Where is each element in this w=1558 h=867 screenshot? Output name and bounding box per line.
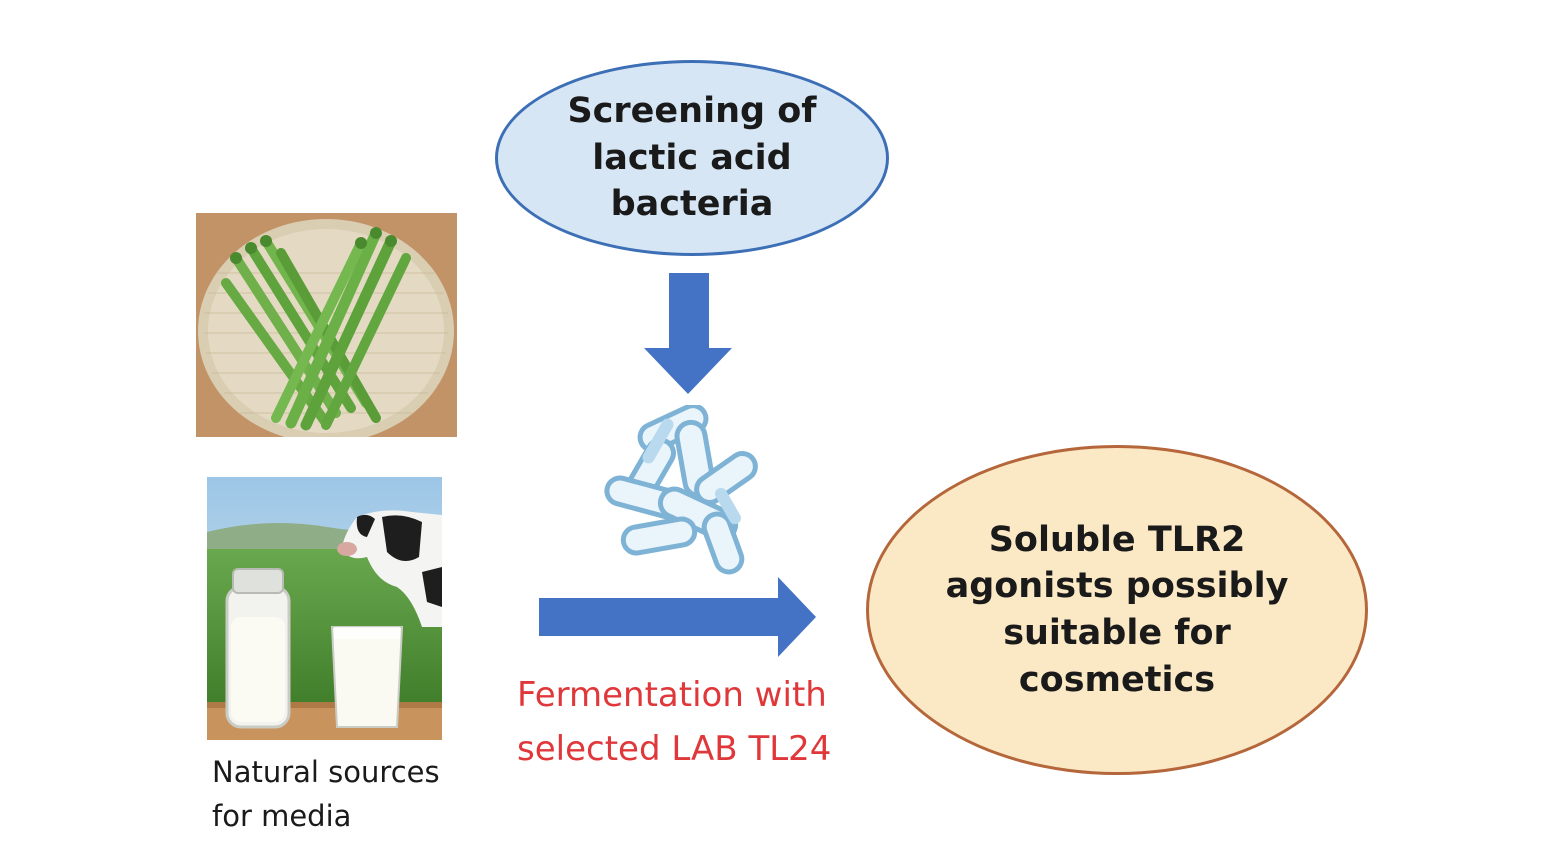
down-arrow-icon	[644, 273, 732, 394]
asparagus-photo	[196, 213, 457, 437]
right-arrow-icon	[539, 577, 816, 657]
product-node-label: Soluble TLR2 agonists possibly suitable …	[945, 519, 1289, 700]
fermentation-caption: Fermentation with selected LAB TL24	[517, 675, 832, 769]
milk-and-cow-photo	[207, 477, 442, 740]
natural-sources-caption: Natural sources for media	[212, 755, 440, 833]
screening-node: Screening of lactic acid bacteria	[495, 60, 889, 256]
product-node: Soluble TLR2 agonists possibly suitable …	[866, 445, 1368, 775]
bacteria-cluster-icon	[604, 405, 758, 575]
screening-node-label: Screening of lactic acid bacteria	[567, 91, 817, 225]
